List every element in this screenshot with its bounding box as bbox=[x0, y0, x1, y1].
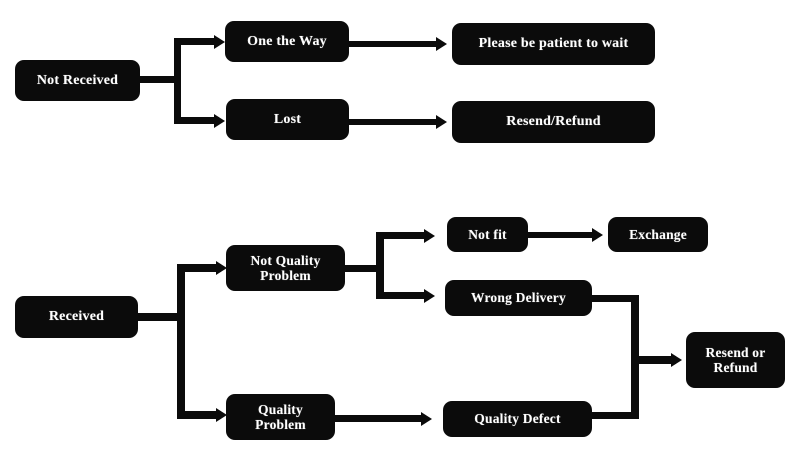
arrowhead-wrong-delivery bbox=[424, 288, 435, 303]
arrowhead-quality-problem bbox=[216, 408, 227, 422]
connector-not-fit-to-exchange bbox=[528, 232, 594, 238]
connector-to-one-the-way bbox=[174, 38, 219, 45]
node-resend-refund[interactable]: Resend/Refund bbox=[452, 101, 655, 143]
connector-nqp-split-vertical bbox=[376, 232, 384, 299]
connector-quality-defect-to-merge bbox=[592, 412, 639, 419]
arrowhead-not-quality-problem bbox=[216, 261, 227, 275]
connector-quality-problem-to-quality-defect bbox=[335, 415, 423, 422]
connector-received-stem bbox=[138, 313, 184, 321]
connector-to-lost bbox=[174, 117, 219, 124]
connector-wrong-delivery-to-merge bbox=[592, 295, 639, 302]
connector-to-quality-problem bbox=[177, 411, 221, 419]
node-not-quality-problem-line1: Not Quality bbox=[250, 252, 321, 268]
node-quality-problem-line2: Problem bbox=[255, 417, 306, 432]
node-not-received[interactable]: Not Received bbox=[15, 60, 140, 101]
node-please-be-patient-to-wait[interactable]: Please be patient to wait bbox=[452, 23, 655, 65]
connector-to-not-quality-problem bbox=[177, 264, 221, 272]
connector-to-not-fit bbox=[376, 232, 428, 239]
node-resend-or-refund-line1: Resend or bbox=[705, 344, 766, 360]
arrowhead-please-be-patient bbox=[436, 37, 447, 51]
node-received[interactable]: Received bbox=[15, 296, 138, 338]
node-resend-or-refund[interactable]: Resend or Refund bbox=[686, 332, 785, 388]
node-not-quality-problem[interactable]: Not Quality Problem bbox=[226, 245, 345, 291]
node-not-quality-problem-line2: Problem bbox=[260, 268, 311, 283]
arrowhead-lost bbox=[214, 113, 225, 128]
node-resend-or-refund-line2: Refund bbox=[713, 360, 758, 375]
arrowhead-resend-refund bbox=[436, 115, 447, 129]
connector-nqp-stem bbox=[345, 265, 383, 272]
arrowhead-exchange bbox=[592, 228, 603, 242]
node-one-the-way[interactable]: One the Way bbox=[225, 21, 349, 62]
node-wrong-delivery[interactable]: Wrong Delivery bbox=[445, 280, 592, 316]
arrowhead-one-the-way bbox=[214, 34, 225, 49]
arrowhead-quality-defect bbox=[421, 411, 432, 426]
node-not-fit[interactable]: Not fit bbox=[447, 217, 528, 252]
node-quality-problem-line1: Quality bbox=[258, 401, 303, 417]
connector-not-received-stem bbox=[138, 76, 180, 83]
connector-received-split-vertical bbox=[177, 264, 185, 419]
connector-not-received-split-vertical bbox=[174, 38, 181, 124]
node-quality-defect[interactable]: Quality Defect bbox=[443, 401, 592, 437]
arrowhead-resend-or-refund bbox=[671, 353, 682, 367]
node-lost[interactable]: Lost bbox=[226, 99, 349, 140]
connector-merge-to-resend-or-refund bbox=[631, 356, 676, 364]
connector-to-wrong-delivery bbox=[376, 292, 428, 299]
connector-lost-to-resend-refund bbox=[348, 119, 438, 125]
connector-one-the-way-to-patient bbox=[348, 41, 438, 47]
node-exchange[interactable]: Exchange bbox=[608, 217, 708, 252]
node-quality-problem[interactable]: Quality Problem bbox=[226, 394, 335, 440]
arrowhead-not-fit bbox=[424, 228, 435, 243]
